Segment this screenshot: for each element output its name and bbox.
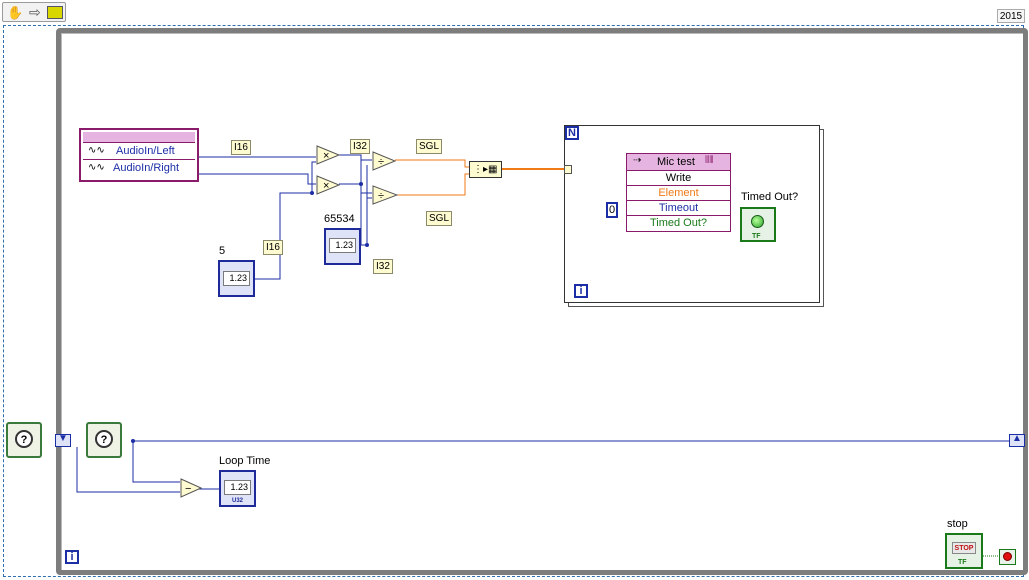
divide-node[interactable]: ÷	[372, 151, 396, 171]
while-loop-iteration-terminal: i	[65, 550, 79, 564]
for-loop-iteration-terminal: i	[574, 284, 588, 298]
constant-5-control[interactable]: 1.23	[218, 260, 255, 297]
hand-icon[interactable]: ✋	[7, 5, 24, 20]
loop-condition-terminal[interactable]	[999, 549, 1016, 565]
svg-text:×: ×	[323, 180, 329, 192]
shared-variable-timed-out-terminal[interactable]: Timed Out?	[649, 217, 708, 229]
timer-icon[interactable]: ?	[86, 422, 122, 458]
cluster-item-audioin-right[interactable]: ∿∿ AudioIn/Right	[83, 161, 195, 177]
type-tag-i16: I16	[231, 140, 251, 155]
stop-label: stop	[947, 518, 968, 530]
cluster-item-label: AudioIn/Left	[116, 145, 175, 157]
shift-register-left[interactable]: ▼	[55, 433, 71, 447]
audio-cluster[interactable]: ∿∿ AudioIn/Left ∿∿ AudioIn/Right	[79, 128, 199, 182]
shared-variable-mode[interactable]: Write	[627, 171, 730, 186]
timed-out-indicator: TF	[740, 207, 776, 242]
stop-button-control[interactable]: STOP TF	[945, 533, 983, 569]
loop-tunnel	[564, 165, 572, 174]
svg-text:÷: ÷	[378, 190, 384, 202]
constant-65534-control[interactable]: 1.23	[324, 228, 361, 265]
stop-button-face[interactable]: STOP	[952, 542, 976, 554]
timeout-constant[interactable]: 0	[606, 202, 618, 218]
timed-out-label: Timed Out?	[741, 191, 799, 203]
indicator-type-foot: TF	[752, 233, 761, 240]
svg-text:−: −	[185, 483, 191, 495]
divide-node[interactable]: ÷	[372, 185, 398, 205]
shared-variable-header: ⇢ Mic test ⫴⫴	[627, 154, 730, 171]
cluster-item-audioin-left[interactable]: ∿∿ AudioIn/Left	[83, 144, 195, 160]
loop-time-label: Loop Time	[219, 455, 271, 467]
build-array-icon: ⋮▸▦	[473, 164, 498, 175]
multiply-node[interactable]: ×	[316, 175, 340, 195]
waveform-icon: ∿∿	[88, 162, 105, 173]
build-array-node[interactable]: ⋮▸▦	[469, 161, 502, 178]
constant-65534-label: 65534	[324, 213, 355, 225]
highlight-execution-icon[interactable]	[47, 6, 63, 19]
type-tag-i32: I32	[350, 139, 370, 154]
arrow-up-icon: ▲	[1012, 433, 1022, 444]
multiply-node[interactable]: ×	[316, 145, 340, 165]
shared-variable-title: Mic test	[657, 156, 695, 168]
clock-icon: ?	[95, 430, 113, 448]
float-wires	[395, 159, 470, 196]
constant-5-label: 5	[219, 245, 226, 257]
timer-icon[interactable]: ?	[6, 422, 42, 458]
arrow-down-icon: ▼	[58, 433, 68, 444]
led-icon	[751, 215, 764, 228]
network-icon: ⫴⫴	[705, 155, 714, 166]
loop-time-indicator: 1.23 U32	[219, 470, 256, 507]
numeric-display: 1.23	[224, 480, 251, 495]
svg-text:×: ×	[323, 150, 329, 162]
stop-circle-icon	[1003, 552, 1012, 561]
wire-junctions	[131, 182, 369, 443]
type-tag-sgl: SGL	[416, 139, 443, 154]
shift-register-right[interactable]: ▲	[1009, 433, 1025, 447]
svg-text:÷: ÷	[378, 156, 384, 168]
shared-variable-node[interactable]: ⇢ Mic test ⫴⫴ Write Element Timeout Time…	[626, 153, 731, 232]
shared-variable-element-terminal[interactable]: Element	[627, 186, 730, 201]
indicator-type-foot: U32	[232, 498, 244, 504]
arrow-in-icon: ⇢	[633, 155, 642, 166]
version-label: 2015	[997, 9, 1025, 23]
type-tag-i16: I16	[263, 240, 283, 255]
type-tag-sgl: SGL	[426, 211, 453, 226]
shared-variable-timeout-terminal[interactable]: Timeout	[627, 201, 730, 216]
arrow-right-icon[interactable]: ⇨	[29, 4, 41, 20]
numeric-display: 1.23	[223, 271, 250, 286]
cluster-header	[83, 132, 195, 143]
waveform-icon: ∿∿	[88, 145, 105, 156]
indicator-type-foot: TF	[958, 559, 967, 566]
integer-wires	[76, 154, 1011, 493]
type-tag-i32: I32	[373, 259, 393, 274]
for-loop-count-terminal[interactable]: N	[565, 126, 579, 140]
toolbar: ✋ ⇨	[2, 2, 66, 22]
subtract-node[interactable]: −	[180, 478, 202, 498]
clock-icon: ?	[15, 430, 33, 448]
cluster-item-label: AudioIn/Right	[113, 162, 180, 174]
numeric-display: 1.23	[329, 238, 356, 253]
while-loop-frame[interactable]	[56, 28, 1028, 575]
